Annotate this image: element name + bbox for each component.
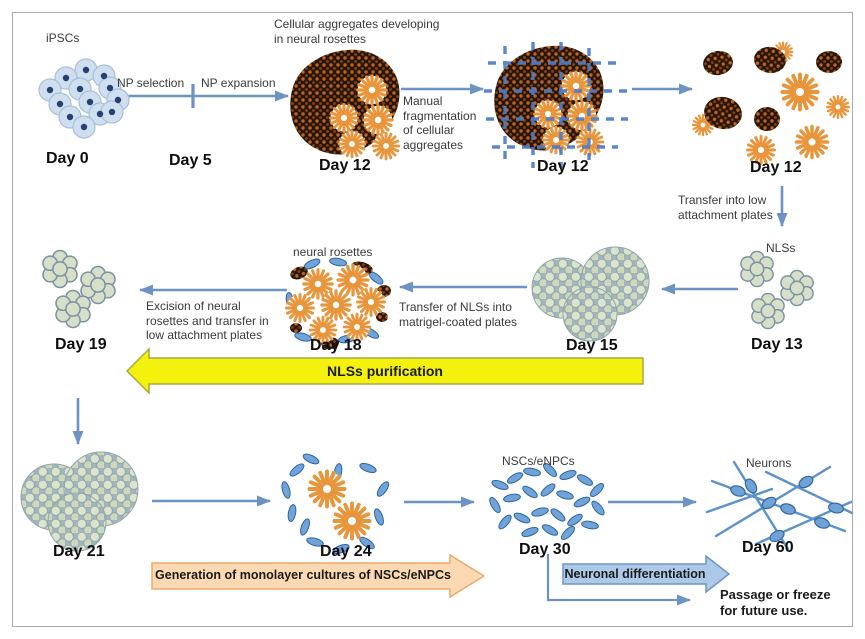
neuronal-differentiation-banner-arrow (562, 554, 731, 594)
nsc-monolayer-day30-icon (487, 460, 607, 543)
nls-clusters-day19-icon (42, 249, 116, 329)
rosettes-monolayer-day24-icon (279, 451, 392, 556)
nls-purification-banner-arrow (125, 347, 644, 395)
label-neurons: Neurons (746, 456, 792, 470)
ipsc-colony-icon (38, 58, 130, 139)
caption-excision: Excision of neural rosettes and transfer… (146, 299, 269, 342)
caption-np-selection: NP selection (117, 76, 185, 90)
caption-transfer-low-attachment: Transfer into low attachment plates (678, 193, 773, 222)
neurosphere-cluster-day21-icon (20, 451, 139, 552)
label-ipscs: iPSCs (46, 31, 80, 45)
fragmentation-grid (484, 42, 630, 168)
caption-cellular-aggregates: Cellular aggregates developing in neural… (274, 17, 440, 46)
banner-generation-monolayer: Generation of monolayer cultures of NSCs… (155, 568, 451, 582)
label-day-19: Day 19 (55, 336, 107, 353)
label-day-13: Day 13 (751, 336, 803, 353)
caption-transfer-matrigel: Transfer of NLSs into matrigel-coated pl… (399, 300, 518, 329)
banner-neuronal-differentiation: Neuronal differentiation (564, 567, 706, 581)
caption-manual-fragmentation: Manual fragmentation of cellular aggrega… (403, 94, 477, 152)
cell-aggregate-grid-icon (484, 42, 630, 168)
label-day-21: Day 21 (53, 543, 105, 560)
label-day-60: Day 60 (742, 539, 794, 556)
banner-nls-purification: NLSs purification (327, 363, 443, 379)
label-day-12-aggregate: Day 12 (319, 157, 371, 174)
neurons-day60-icon (705, 460, 854, 551)
label-day-12-grid: Day 12 (537, 158, 589, 175)
label-day-0: Day 0 (46, 150, 89, 167)
label-day-5: Day 5 (169, 152, 212, 169)
note-passage-freeze: Passage or freeze for future use. (720, 587, 831, 618)
label-nscs-enpcs: NSCs/eNPCs (502, 454, 575, 468)
label-day-12-fragments: Day 12 (750, 159, 802, 176)
arrow-passage-elbow (546, 554, 691, 606)
nls-clusters-day13-icon (740, 250, 814, 330)
caption-np-expansion: NP expansion (201, 76, 276, 90)
label-day-18: Day 18 (310, 337, 362, 354)
caption-neural-rosettes: neural rosettes (293, 245, 373, 259)
label-nlss: NLSs (766, 241, 796, 255)
flow-arrows (72, 83, 788, 606)
figure-border (12, 12, 853, 627)
neurosphere-cluster-day15-icon (531, 246, 650, 342)
fragmented-aggregates-icon (691, 41, 850, 165)
neural-rosettes-day18-icon (284, 256, 391, 349)
label-day-15: Day 15 (566, 337, 618, 354)
label-day-24: Day 24 (320, 543, 372, 560)
label-day-30: Day 30 (519, 541, 571, 558)
generation-banner-arrow (151, 553, 486, 599)
cell-aggregate-icon (290, 50, 399, 159)
